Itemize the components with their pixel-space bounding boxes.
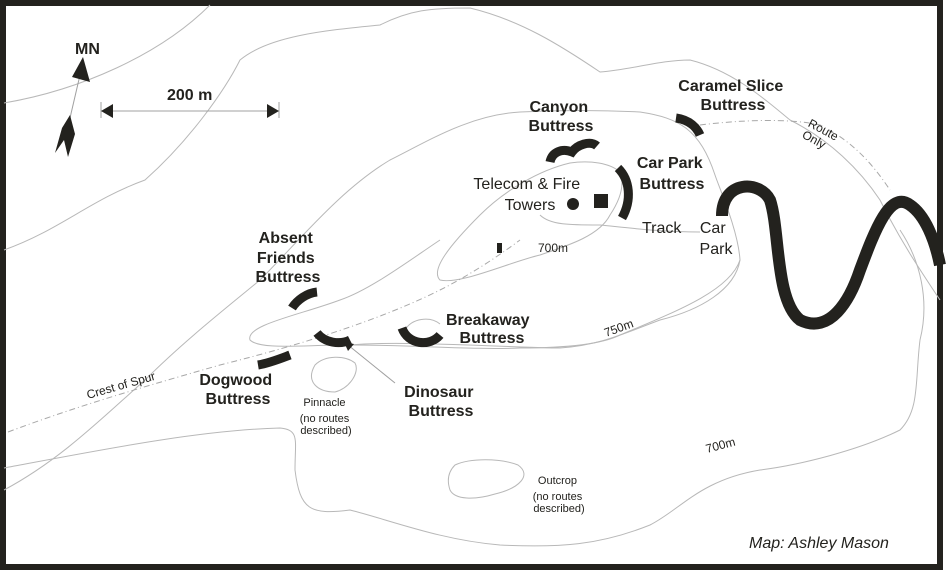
crag-dogwood [257, 350, 292, 370]
access-road [716, 180, 946, 330]
dinosaur-pointer-line [347, 344, 396, 384]
label-absent-friends: Absent Friends Buttress [256, 230, 321, 286]
tower-circle-icon [567, 198, 579, 210]
label-car-park: Car Park [700, 220, 734, 258]
contour-label-700m-inner: 700m [538, 241, 568, 255]
contour-outcrop [447, 459, 525, 499]
contour-breakaway [404, 318, 441, 331]
label-car-park-buttress: Car Park Buttress [637, 155, 707, 193]
north-label: MN [75, 41, 100, 58]
scale-label: 200 m [167, 87, 212, 104]
contour-outer-north [3, 7, 941, 301]
contour-top-left [3, 4, 211, 104]
tower-square-icon [594, 194, 608, 208]
label-track: Track [642, 220, 682, 237]
crag-caramel-slice [675, 113, 705, 137]
scale-bar [100, 102, 280, 118]
label-towers: Telecom & Fire Towers [473, 176, 584, 214]
contour-east [3, 229, 925, 547]
label-outcrop: Outcrop (no routes described) [533, 475, 586, 515]
contour-pinnacle [311, 356, 357, 393]
crag-absent-friends [288, 287, 318, 311]
label-pinnacle: Pinnacle (no routes described) [300, 397, 353, 437]
label-dinosaur: Dinosaur Buttress [404, 384, 478, 420]
route-only-line [699, 120, 891, 191]
label-breakaway: Breakaway Buttress [446, 312, 534, 347]
contour-track [539, 214, 701, 233]
label-dogwood: Dogwood Buttress [199, 372, 276, 408]
crag-breakaway [397, 325, 444, 348]
contour-750m [349, 259, 741, 349]
north-arrow-icon [55, 57, 90, 157]
crag-canyon [545, 138, 600, 164]
crag-dinosaur [313, 329, 353, 348]
crag-car-park [614, 164, 633, 221]
label-canyon: Canyon Buttress [529, 99, 594, 135]
contour-spur-upper [3, 110, 741, 491]
label-caramel-slice: Caramel Slice Buttress [678, 78, 787, 114]
map-credit: Map: Ashley Mason [749, 535, 889, 552]
small-structure-icon [497, 243, 502, 253]
dinosaur-pointer-arrow-icon [344, 342, 354, 351]
